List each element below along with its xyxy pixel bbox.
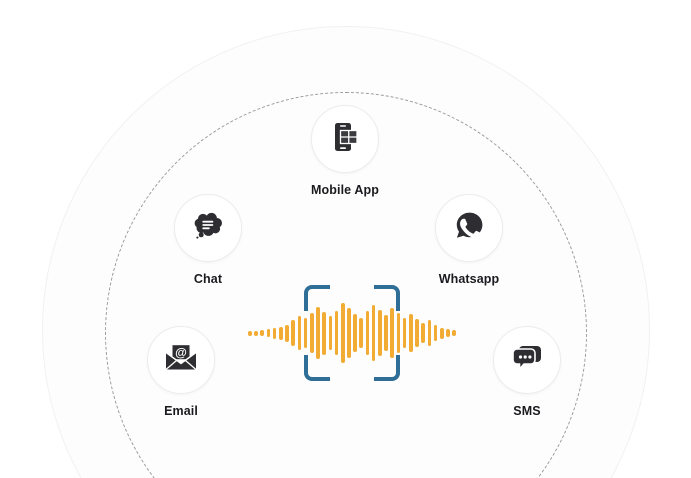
waveform-bar: [427, 320, 432, 346]
whatsapp-circle[interactable]: [435, 194, 503, 262]
waveform-bar: [297, 316, 302, 350]
waveform-bar: [303, 318, 308, 348]
waveform-bar: [408, 314, 413, 352]
waveform-bar: [285, 324, 289, 342]
channel-node-sms[interactable]: SMS: [462, 326, 592, 418]
waveform-bar: [322, 311, 326, 355]
waveform-bar: [446, 329, 450, 337]
waveform-bar: [433, 325, 438, 341]
channel-label-mobile-app: Mobile App: [311, 183, 379, 197]
waveform-bar: [266, 329, 271, 337]
sms-circle[interactable]: [493, 326, 561, 394]
waveform-bar: [415, 319, 419, 347]
waveform-bar: [439, 327, 444, 339]
waveform-bar: [359, 318, 364, 348]
scan-bracket-bottom-left: [304, 355, 330, 381]
waveform-bar: [254, 330, 258, 336]
waveform-bar: [371, 305, 376, 361]
channel-label-whatsapp: Whatsapp: [438, 272, 500, 286]
waveform-bar: [328, 316, 333, 350]
waveform-bar: [316, 307, 320, 359]
email-envelope-icon: @: [163, 342, 199, 379]
waveform-bar: [390, 308, 395, 358]
waveform-bar: [384, 315, 388, 351]
voice-waveform: [248, 285, 456, 381]
waveform-bar: [309, 313, 314, 353]
scan-bracket-bottom-right: [374, 355, 400, 381]
waveform-bar: [402, 318, 407, 348]
chat-circle[interactable]: [174, 194, 242, 262]
channel-label-chat: Chat: [193, 272, 223, 286]
email-circle[interactable]: @: [147, 326, 215, 394]
whatsapp-icon: [453, 210, 485, 247]
channel-node-chat[interactable]: Chat: [143, 194, 273, 286]
waveform-bar: [291, 320, 296, 346]
waveform-bar: [248, 330, 252, 336]
waveform-bar: [334, 311, 339, 355]
sms-bubbles-icon: [510, 342, 544, 379]
channel-node-mobile-app[interactable]: Mobile App: [280, 105, 410, 197]
waveform-bar: [365, 311, 370, 355]
waveform-bar: [396, 313, 401, 353]
waveform-bar: [452, 330, 456, 336]
channel-label-sms: SMS: [513, 404, 541, 418]
channel-node-whatsapp[interactable]: Whatsapp: [404, 194, 534, 286]
waveform-bar: [272, 327, 277, 339]
mobile-app-circle[interactable]: [311, 105, 379, 173]
channel-node-email[interactable]: @ Email: [116, 326, 246, 418]
chat-bubble-icon: [191, 209, 225, 248]
mobile-app-icon: [328, 120, 362, 159]
scan-bracket-top-right: [374, 285, 400, 311]
waveform-bar: [347, 308, 351, 358]
waveform-bar: [421, 323, 425, 343]
waveform-bar: [378, 310, 382, 356]
scan-bracket-top-left: [304, 285, 330, 311]
channel-label-email: Email: [164, 404, 198, 418]
waveform-bar: [353, 314, 357, 352]
waveform-bar: [260, 330, 265, 336]
waveform-bar: [279, 326, 283, 340]
svg-text:@: @: [175, 345, 187, 359]
waveform-bar: [340, 303, 345, 363]
voice-scan-hub[interactable]: [248, 285, 456, 381]
